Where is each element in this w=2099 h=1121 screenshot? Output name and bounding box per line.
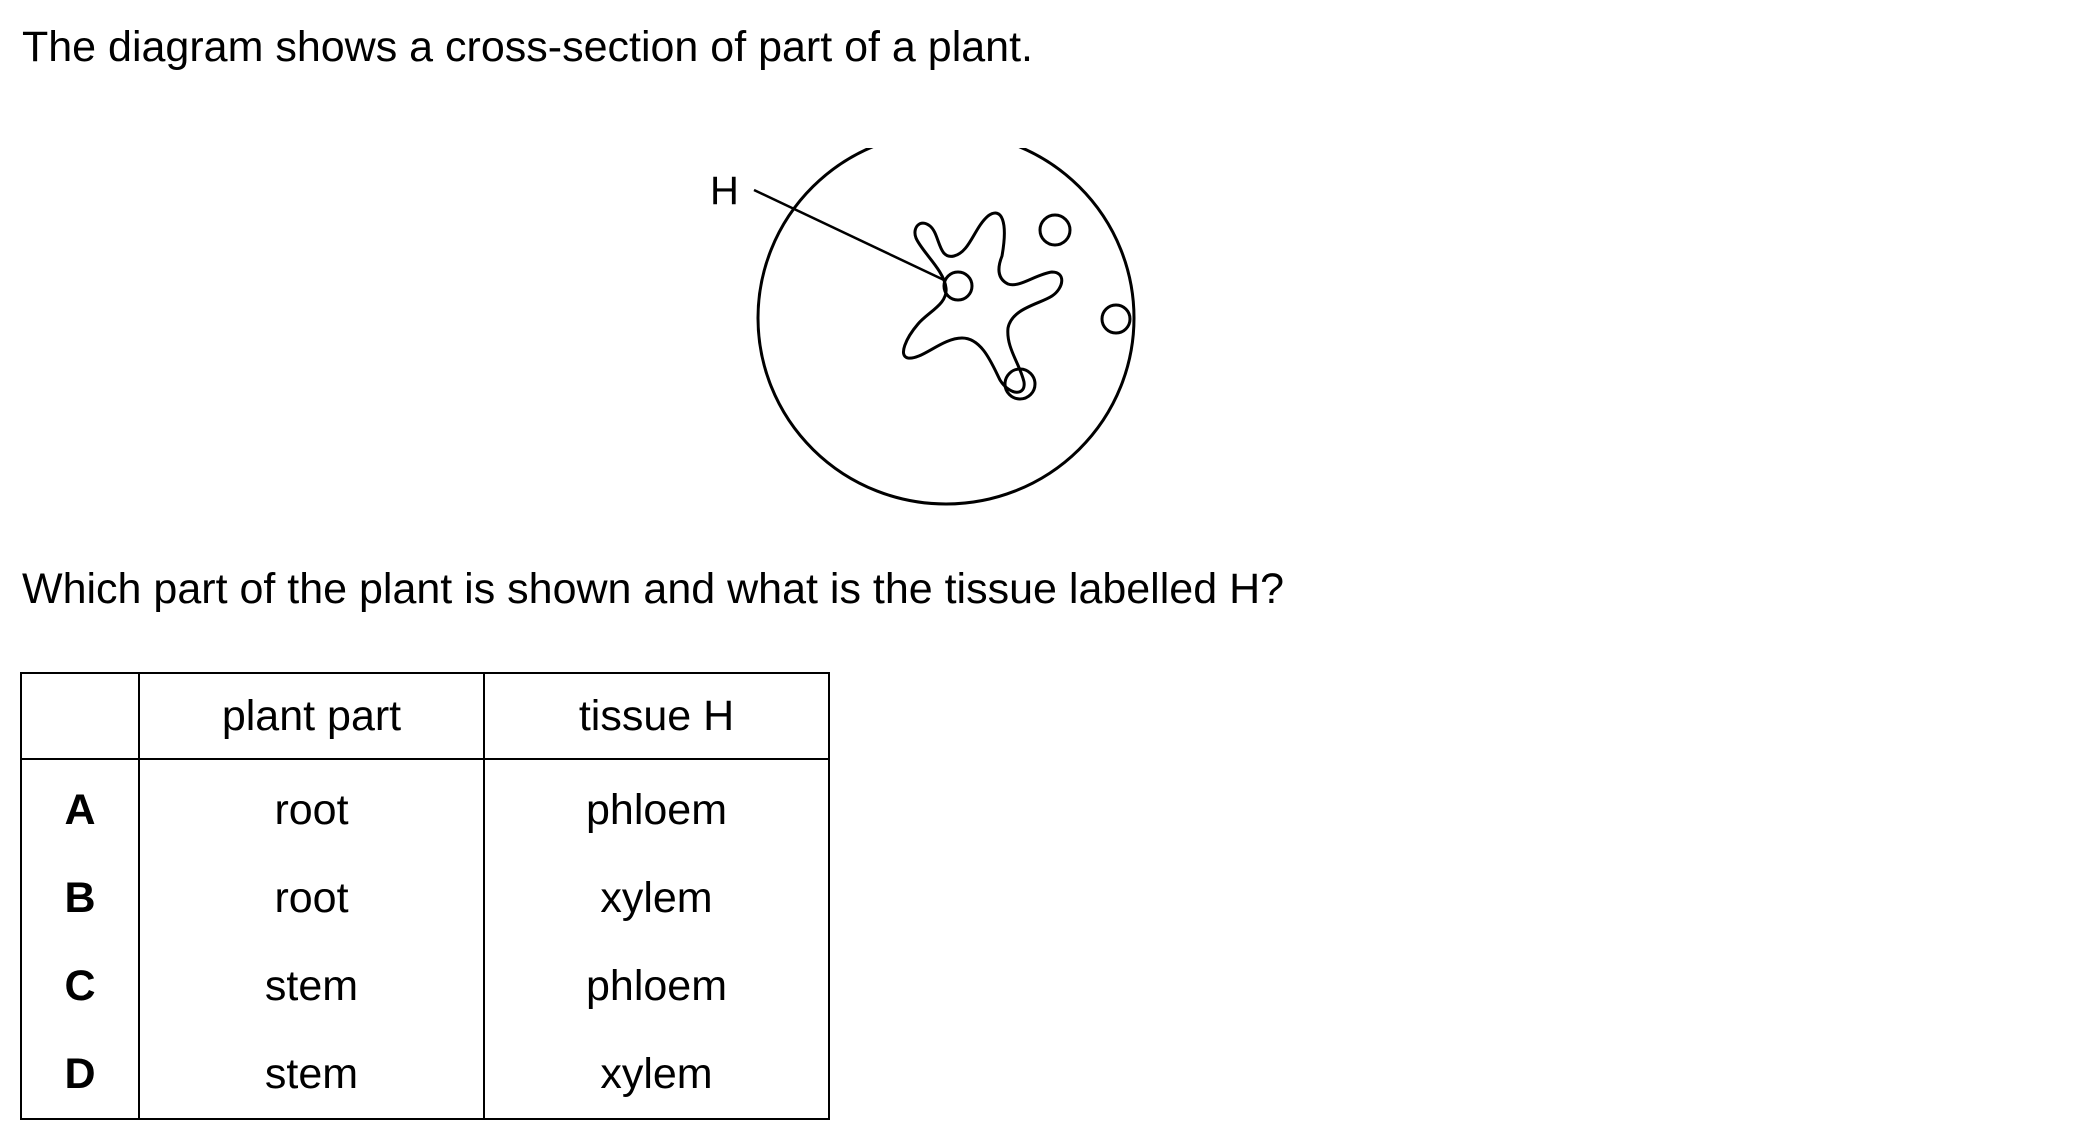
central-xylem-star <box>902 211 1064 394</box>
label-h: H <box>710 169 739 213</box>
option-letter[interactable]: C <box>20 942 140 1030</box>
question-text: Which part of the plant is shown and wha… <box>22 565 1285 613</box>
phloem-circle-right <box>1100 303 1132 335</box>
option-plant-part: root <box>139 854 485 942</box>
option-letter[interactable]: D <box>20 1030 140 1120</box>
option-tissue: xylem <box>484 1030 830 1120</box>
table-row-c[interactable]: C stem phloem <box>20 942 830 1030</box>
table-row-b[interactable]: B root xylem <box>20 854 830 942</box>
option-plant-part: stem <box>139 942 485 1030</box>
option-letter[interactable]: A <box>20 759 140 854</box>
header-letter-cell <box>20 672 140 760</box>
option-plant-part: stem <box>139 1030 485 1120</box>
label-h-pointer-line <box>753 188 945 282</box>
table-row-a[interactable]: A root phloem <box>20 759 830 854</box>
option-tissue: phloem <box>484 942 830 1030</box>
answer-options-table: plant part tissue H A root phloem B root… <box>20 672 830 1120</box>
table-header-row: plant part tissue H <box>20 672 830 760</box>
intro-text: The diagram shows a cross-section of par… <box>22 23 1033 71</box>
option-tissue: xylem <box>484 854 830 942</box>
phloem-circle-bottom <box>1003 367 1037 401</box>
option-tissue: phloem <box>484 759 830 854</box>
phloem-circle-left <box>942 270 974 302</box>
table-row-d[interactable]: D stem xylem <box>20 1030 830 1120</box>
header-tissue-h: tissue H <box>484 672 830 760</box>
outer-epidermis <box>756 148 1136 506</box>
option-letter[interactable]: B <box>20 854 140 942</box>
header-plant-part: plant part <box>139 672 485 760</box>
plant-cross-section-diagram: H <box>710 148 1136 506</box>
phloem-circle-top <box>1038 213 1072 247</box>
option-plant-part: root <box>139 759 485 854</box>
